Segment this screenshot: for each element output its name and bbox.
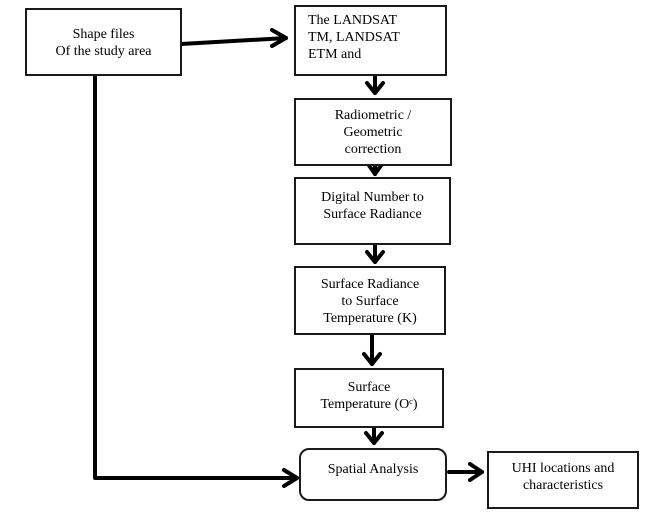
node-radiance-line-1: Surface Radiance bbox=[320, 277, 420, 292]
node-radiance-line-3: Temperature (K) bbox=[323, 311, 417, 326]
node-radiometric-line-1: Radiometric / bbox=[334, 108, 412, 123]
arrowhead-shape-to-spatial bbox=[282, 468, 299, 488]
node-radiometric-correction: Radiometric / Geometric correction bbox=[294, 98, 452, 166]
node-surface-radiance: Surface Radiance to Surface Temperature … bbox=[294, 266, 446, 335]
node-radiometric-line-3: correction bbox=[344, 142, 402, 157]
node-spatial-line-1: Spatial Analysis bbox=[327, 462, 419, 477]
node-temp-line-1: Surface bbox=[347, 380, 391, 395]
node-digital-number: Digital Number to Surface Radiance bbox=[294, 177, 451, 245]
arrowhead-dn-to-radiance bbox=[365, 250, 385, 264]
node-uhi-locations: UHI locations and characteristics bbox=[487, 451, 639, 509]
node-landsat-line-3: ETM and bbox=[308, 47, 362, 62]
arrowhead-shape-to-landsat bbox=[270, 28, 288, 48]
node-shape-files: Shape files Of the study area bbox=[25, 8, 182, 76]
node-spatial-analysis: Spatial Analysis bbox=[299, 448, 447, 501]
node-temp-line-2: Temperature (Oᶜ) bbox=[320, 397, 418, 412]
node-shape-files-line-2: Of the study area bbox=[55, 44, 152, 59]
arrowhead-radiance-to-temp bbox=[362, 352, 382, 366]
node-shape-files-line-1: Shape files bbox=[72, 27, 135, 42]
node-radiance-line-2: to Surface bbox=[341, 294, 399, 309]
node-uhi-line-2: characteristics bbox=[522, 478, 604, 493]
node-uhi-line-1: UHI locations and bbox=[511, 461, 615, 476]
edge-shape-to-landsat bbox=[179, 36, 288, 46]
arrowhead-landsat-to-radiometric bbox=[365, 81, 385, 95]
arrowhead-spatial-to-uhi bbox=[468, 462, 484, 482]
node-dn-line-2: Surface Radiance bbox=[323, 207, 422, 222]
edge-shape-to-spatial bbox=[93, 74, 299, 480]
node-radiometric-line-2: Geometric bbox=[343, 125, 403, 140]
node-surface-temperature: Surface Temperature (Oᶜ) bbox=[294, 368, 444, 428]
node-landsat-line-2: TM, LANDSAT bbox=[308, 30, 400, 45]
arrowhead-radiometric-to-dn bbox=[366, 162, 384, 176]
node-landsat: The LANDSAT TM, LANDSAT ETM and bbox=[294, 5, 447, 76]
arrowhead-temp-to-spatial bbox=[364, 431, 384, 445]
node-dn-line-1: Digital Number to bbox=[321, 190, 424, 205]
node-landsat-line-1: The LANDSAT bbox=[308, 13, 398, 28]
